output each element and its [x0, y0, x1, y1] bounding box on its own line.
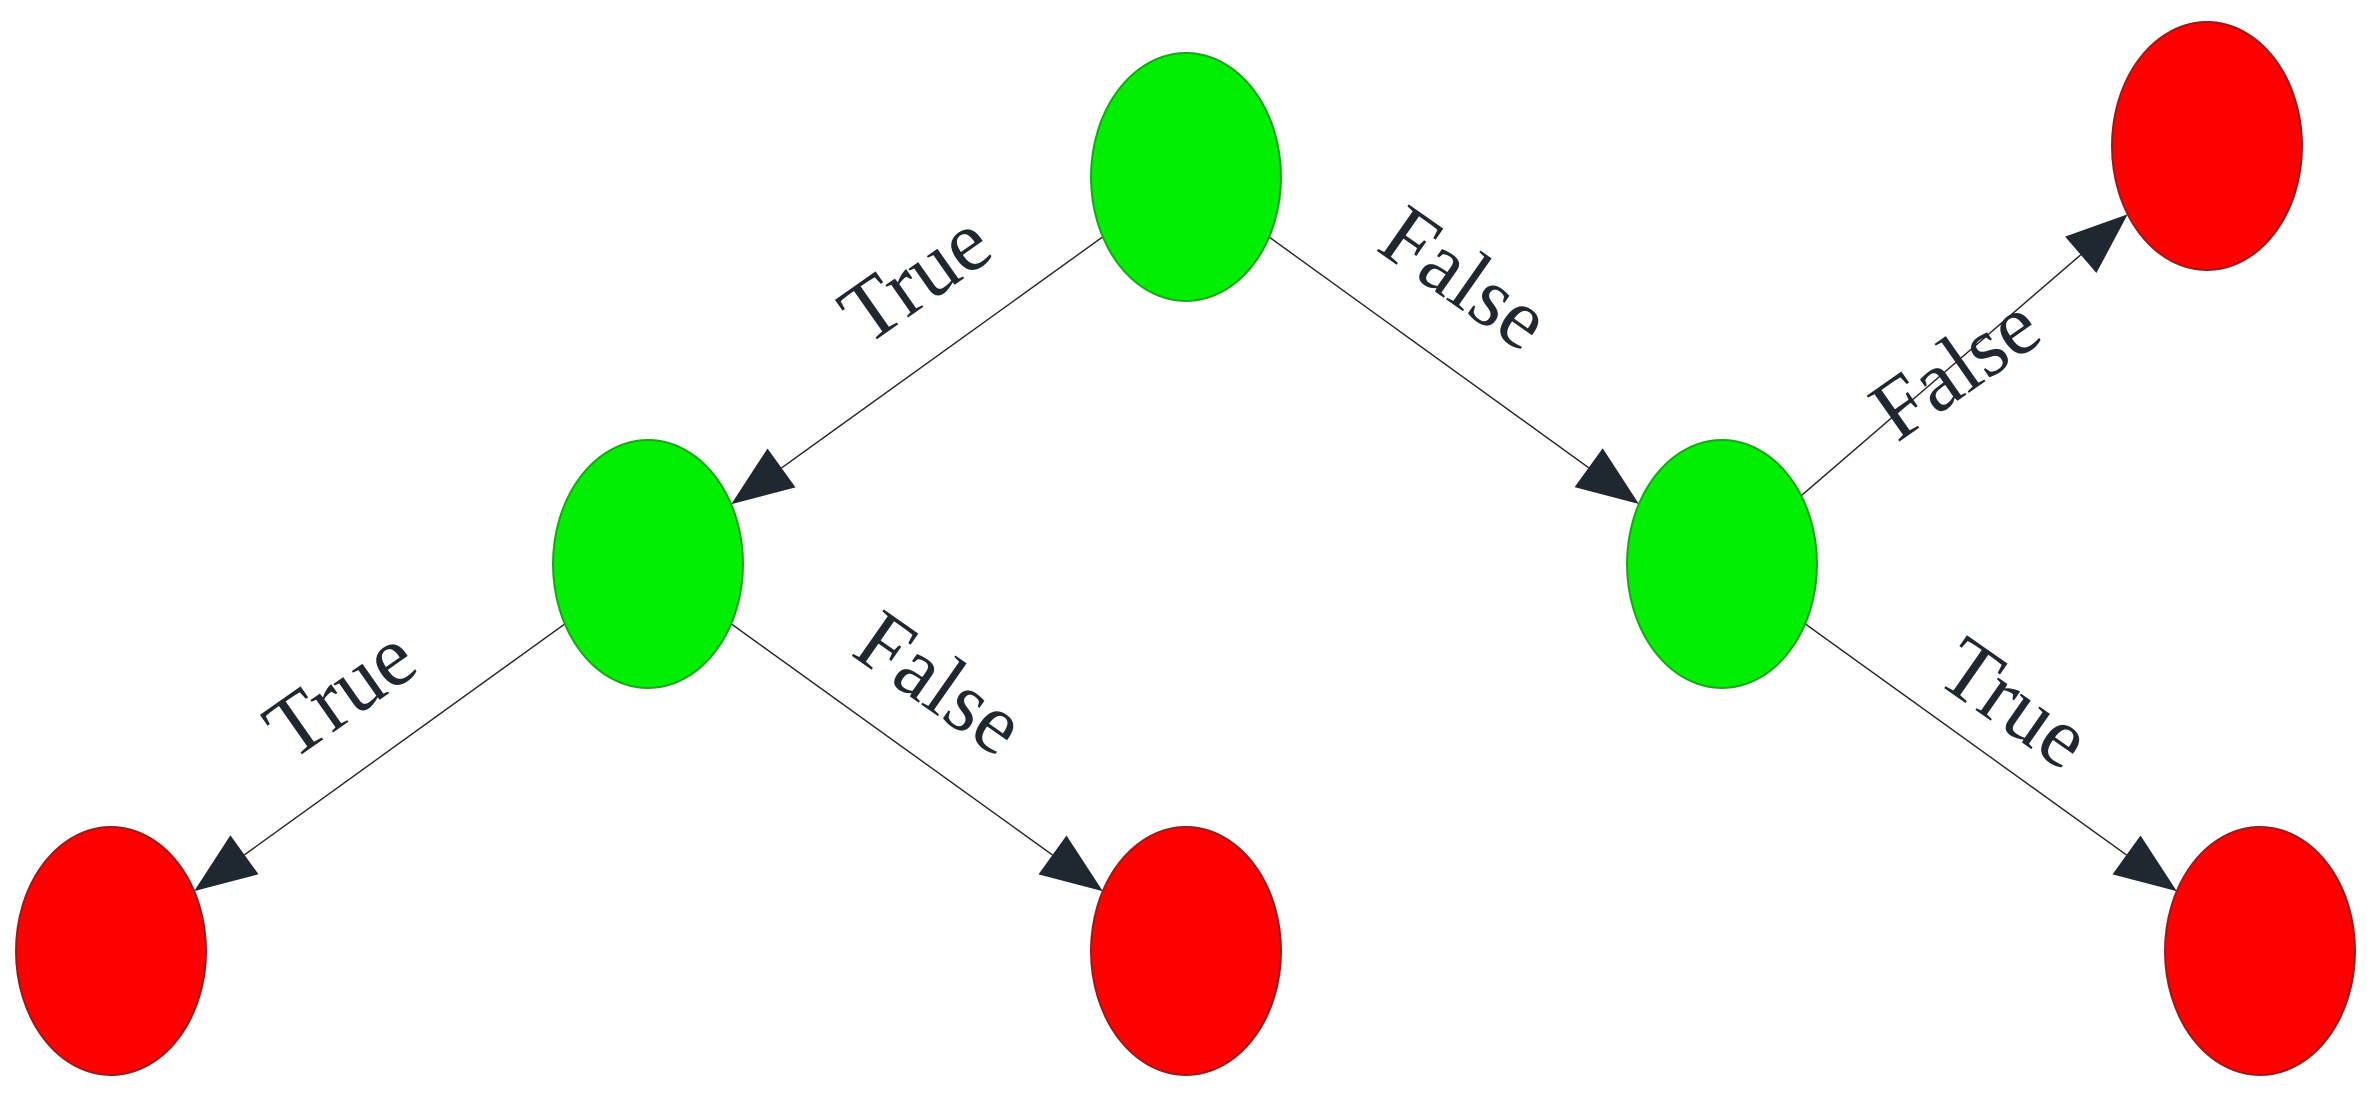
- decision-node-root: [1090, 52, 1282, 302]
- edge-right-true-arrow-head: [2112, 835, 2177, 892]
- edge-label-right-false: False: [1853, 276, 2057, 459]
- edge-label-left-true: True: [247, 607, 433, 777]
- edge-root-false-arrow-head: [1574, 448, 1639, 504]
- edge-left-true-line: [244, 623, 566, 856]
- edge-right-false-line: [1800, 254, 2082, 497]
- leaf-node-leaf-left-true: [15, 826, 207, 1076]
- edge-left-false-arrow-head: [1038, 835, 1103, 892]
- edge-root-false-line: [1268, 236, 1590, 469]
- edge-label-right-true: True: [1923, 617, 2109, 787]
- leaf-node-leaf-right-true: [2164, 826, 2356, 1076]
- edge-label-root-false: False: [1363, 186, 1567, 369]
- leaf-node-leaf-left-false: [1090, 826, 1282, 1076]
- decision-node-left: [552, 439, 744, 689]
- edge-label-root-true: True: [822, 192, 1008, 362]
- edge-left-true-arrow-head: [194, 835, 259, 892]
- leaf-node-leaf-right-false: [2111, 21, 2303, 271]
- decision-node-right: [1626, 439, 1818, 689]
- edge-root-true-line: [781, 236, 1104, 469]
- edge-root-true-arrow-head: [731, 448, 796, 505]
- edge-right-true-line: [1804, 623, 2127, 856]
- edge-label-left-false: False: [838, 591, 1042, 774]
- edge-left-false-line: [730, 623, 1053, 856]
- edge-right-false-arrow-head: [2065, 214, 2128, 273]
- edges-layer: [194, 214, 2177, 892]
- nodes-layer: [15, 21, 2356, 1076]
